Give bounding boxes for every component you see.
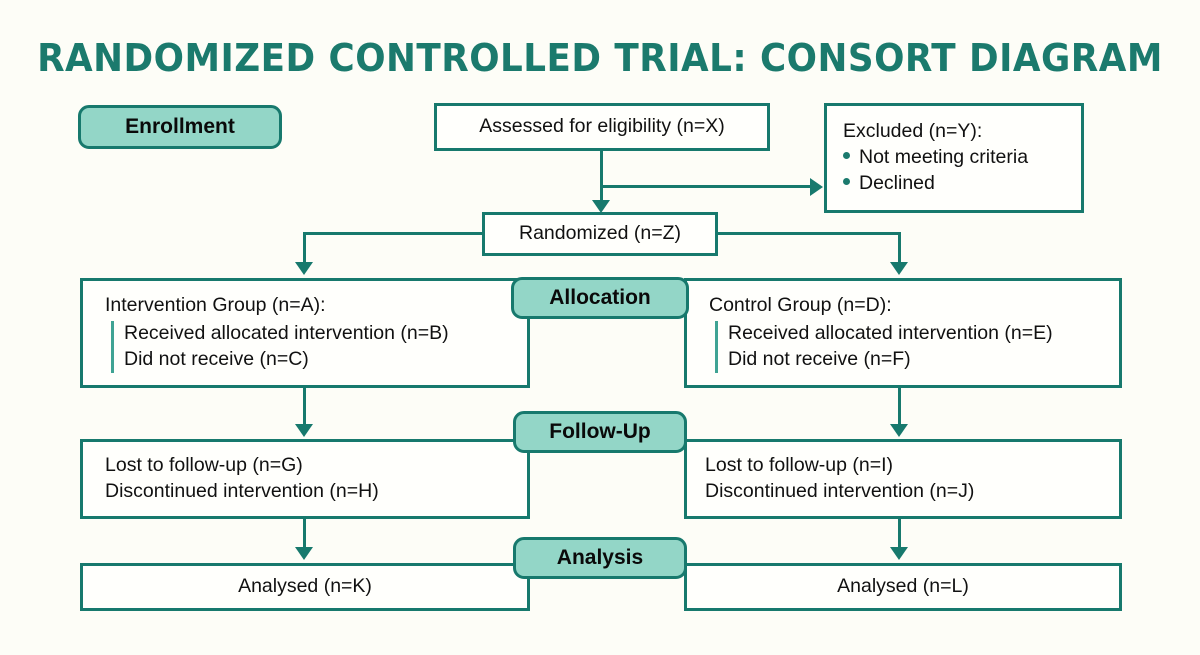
intervention-heading: Intervention Group (n=A): [105,294,326,317]
connector-control-to-followup [898,388,901,426]
arrowhead-analysis-right [890,547,908,560]
control-sublist: Received allocated intervention (n=E) Di… [715,321,1105,373]
control-heading: Control Group (n=D): [709,294,892,317]
connector-randomized-right [715,232,901,235]
stage-badge-follow-up: Follow-Up [513,411,687,453]
connector-assessed-to-excluded [600,185,810,188]
box-followup-right: Lost to follow-up (n=I) Discontinued int… [684,439,1122,519]
connector-followup-to-analysis-right [898,519,901,549]
box-analysed-left: Analysed (n=K) [80,563,530,611]
stage-badge-follow-up-label: Follow-Up [549,420,651,443]
arrowhead-analysis-left [295,547,313,560]
randomized-text: Randomized (n=Z) [518,222,682,245]
page-title: RANDOMIZED CONTROLLED TRIAL: CONSORT DIA… [37,36,1163,80]
arrowhead-to-control [890,262,908,275]
connector-followup-to-analysis-left [303,519,306,549]
followup-left-item: Lost to follow-up (n=G) [105,454,303,477]
connector-randomized-right-stem [898,232,901,266]
followup-right-item: Lost to follow-up (n=I) [705,454,894,477]
stage-badge-analysis: Analysis [513,537,687,579]
excluded-item: Declined [843,171,1067,197]
connector-randomized-left-stem [303,232,306,266]
stage-badge-allocation: Allocation [511,277,689,319]
box-excluded: Excluded (n=Y): Not meeting criteria Dec… [824,103,1084,213]
stage-badge-allocation-label: Allocation [549,286,651,309]
analysed-right-text: Analysed (n=L) [837,575,969,598]
connector-intervention-to-followup [303,388,306,426]
box-control-group: Control Group (n=D): Received allocated … [684,278,1122,388]
control-sub-item: Did not receive (n=F) [728,347,911,370]
box-followup-left: Lost to follow-up (n=G) Discontinued int… [80,439,530,519]
arrowhead-to-excluded [810,178,823,196]
stage-badge-enrollment-label: Enrollment [125,115,235,138]
arrowhead-followup-right [890,424,908,437]
intervention-sub-item: Received allocated intervention (n=B) [124,322,449,345]
arrowhead-followup-left [295,424,313,437]
stage-badge-analysis-label: Analysis [556,546,644,569]
excluded-item-label: Not meeting criteria [859,146,1029,169]
control-sub-item: Received allocated intervention (n=E) [728,322,1053,345]
intervention-sublist: Received allocated intervention (n=B) Di… [111,321,513,373]
box-intervention-group: Intervention Group (n=A): Received alloc… [80,278,530,388]
excluded-heading: Excluded (n=Y): [843,120,983,143]
analysed-left-text: Analysed (n=K) [238,575,372,598]
stage-badge-enrollment: Enrollment [78,105,282,149]
box-assessed-for-eligibility: Assessed for eligibility (n=X) [434,103,770,151]
followup-right-item: Discontinued intervention (n=J) [705,480,975,502]
assessed-text: Assessed for eligibility (n=X) [479,115,725,138]
connector-randomized-left [303,232,485,235]
followup-left-item: Discontinued intervention (n=H) [105,480,379,502]
connector-assessed-to-randomized [600,185,603,207]
bullet-icon [843,177,850,185]
arrowhead-to-intervention [295,262,313,275]
connector-assessed-stem [600,151,603,187]
box-randomized: Randomized (n=Z) [482,212,718,256]
arrowhead-to-randomized [592,200,610,213]
excluded-item-label: Declined [859,171,935,194]
bullet-icon [843,152,850,160]
excluded-item: Not meeting criteria [843,145,1067,171]
intervention-sub-item: Did not receive (n=C) [124,347,309,370]
box-analysed-right: Analysed (n=L) [684,563,1122,611]
